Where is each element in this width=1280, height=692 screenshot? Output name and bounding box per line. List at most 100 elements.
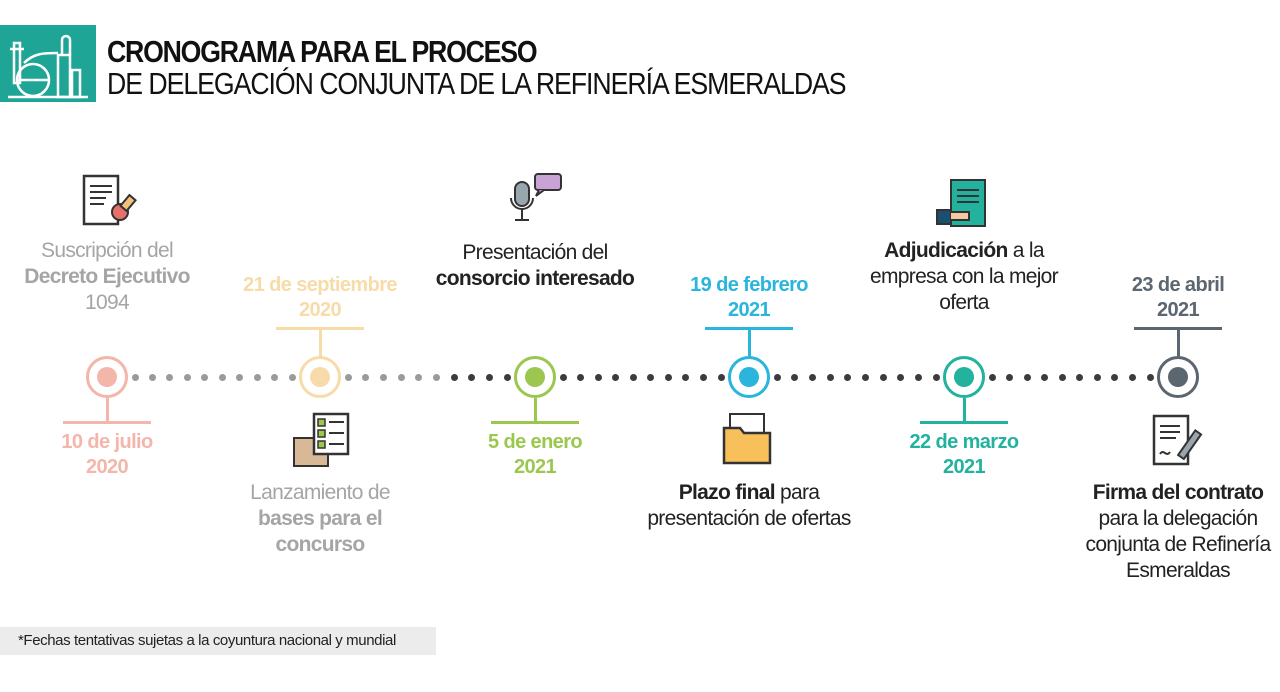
desc-bold: Firma del contrato <box>1092 481 1264 504</box>
date-year: 2021 <box>513 456 557 478</box>
timeline-dot <box>148 374 156 381</box>
milestone-description: Plazo final para presentación de ofertas <box>629 480 869 532</box>
page-subtitle: DE DELEGACIÓN CONJUNTA DE LA REFINERÍA E… <box>107 66 847 101</box>
timeline-dot <box>826 374 834 381</box>
timeline-dot <box>201 374 209 381</box>
milestone-node[interactable] <box>943 356 985 398</box>
desc-line: Lanzamiento de <box>250 481 390 504</box>
timeline-dot <box>1041 374 1049 381</box>
milestone-node-center <box>1168 367 1188 387</box>
desc-after: para <box>780 481 820 504</box>
milestone-node-center <box>97 367 117 387</box>
timeline-dot <box>577 374 585 381</box>
milestone-node[interactable] <box>514 356 556 398</box>
date-day: 5 de enero <box>487 431 583 453</box>
timeline-dot <box>682 374 690 381</box>
timeline-dot <box>432 374 440 381</box>
desc-after: a la <box>1012 239 1045 262</box>
date-year: 2021 <box>942 456 986 478</box>
timeline-dot <box>1146 374 1154 381</box>
desc-line: presentación de ofertas <box>647 507 851 530</box>
milestone-node[interactable] <box>86 356 128 398</box>
date-day: 19 de febrero <box>690 274 808 296</box>
timeline-dot <box>897 374 905 381</box>
desc-line: Esmeraldas <box>1126 559 1231 582</box>
milestone-date-rule <box>63 421 151 424</box>
milestone-stem <box>962 398 966 422</box>
desc-bold: bases para el concurso <box>258 507 383 556</box>
milestone-date-rule <box>276 327 364 330</box>
timeline-dot <box>647 374 655 381</box>
timeline-dot <box>914 374 922 381</box>
desc-bold: consorcio interesado <box>435 267 635 290</box>
date-day: 21 de septiembre <box>243 274 397 296</box>
desc-line: oferta <box>939 291 989 314</box>
timeline-dot <box>253 374 261 381</box>
milestone-date-rule <box>1134 327 1222 330</box>
timeline-dot <box>844 374 852 381</box>
timeline-dot <box>379 374 387 381</box>
desc-line: Suscripción del <box>41 239 174 262</box>
milestone-date: 22 de marzo 2021 <box>874 430 1054 480</box>
milestone-description: Firma del contrato para la delegación conj… <box>1058 480 1280 584</box>
checklist-box-icon <box>292 412 350 475</box>
refinery-icon <box>0 25 96 102</box>
milestone-date: 23 de abril 2021 <box>1088 273 1268 323</box>
milestone-node-center <box>739 367 759 387</box>
timeline-dot <box>664 374 672 381</box>
timeline-dot <box>1058 374 1066 381</box>
folder-icon <box>720 412 778 475</box>
footnote: *Fechas tentativas sujetas a la coyuntur… <box>0 627 436 655</box>
date-day: 23 de abril <box>1131 274 1225 296</box>
milestone-date-rule <box>491 421 579 424</box>
date-year: 2020 <box>298 299 342 321</box>
timeline-dot <box>166 374 174 381</box>
milestone-stem <box>747 330 751 357</box>
timeline-dot <box>236 374 244 381</box>
milestone-node-center <box>525 367 545 387</box>
milestone-date-rule <box>920 421 1008 424</box>
timeline-dot <box>344 374 352 381</box>
contract-sign-icon <box>1150 412 1208 475</box>
timeline-dot <box>271 374 279 381</box>
timeline-dot <box>612 374 620 381</box>
timeline-dot <box>791 374 799 381</box>
timeline-dot <box>594 374 602 381</box>
desc-line: para la delegación <box>1098 507 1258 530</box>
timeline-dot <box>861 374 869 381</box>
timeline-dot <box>1093 374 1101 381</box>
date-day: 22 de marzo <box>909 431 1019 453</box>
timeline-dot <box>1128 374 1136 381</box>
timeline-dot <box>773 374 781 381</box>
timeline-dot <box>415 374 423 381</box>
milestone-date: 5 de enero 2021 <box>445 430 625 480</box>
desc-after: 1094 <box>85 291 130 314</box>
milestone-stem <box>105 398 109 422</box>
desc-line: empresa con la mejor <box>870 265 1059 288</box>
milestone-node[interactable] <box>299 356 341 398</box>
date-year: 2021 <box>1156 299 1200 321</box>
date-year: 2021 <box>727 299 771 321</box>
timeline-dot <box>485 374 493 381</box>
timeline-dot <box>629 374 637 381</box>
milestone-node-center <box>954 367 974 387</box>
timeline-dot <box>397 374 405 381</box>
timeline-dot <box>131 374 139 381</box>
date-day: 10 de julio <box>61 431 153 453</box>
milestone-node[interactable] <box>1157 356 1199 398</box>
milestone-node[interactable] <box>728 356 770 398</box>
timeline-dot <box>183 374 191 381</box>
desc-bold: Plazo final <box>678 481 776 504</box>
timeline-dot <box>988 374 996 381</box>
desc-line: conjunta de Refinería <box>1085 533 1272 556</box>
milestone-stem <box>533 398 537 422</box>
decree-stamp-icon <box>80 172 138 235</box>
timeline-dot <box>1076 374 1084 381</box>
milestone-node-center <box>310 367 330 387</box>
timeline-dot <box>808 374 816 381</box>
timeline-dot <box>450 374 458 381</box>
milestone-date: 21 de septiembre 2020 <box>230 273 410 323</box>
microphone-chat-icon <box>505 172 563 235</box>
